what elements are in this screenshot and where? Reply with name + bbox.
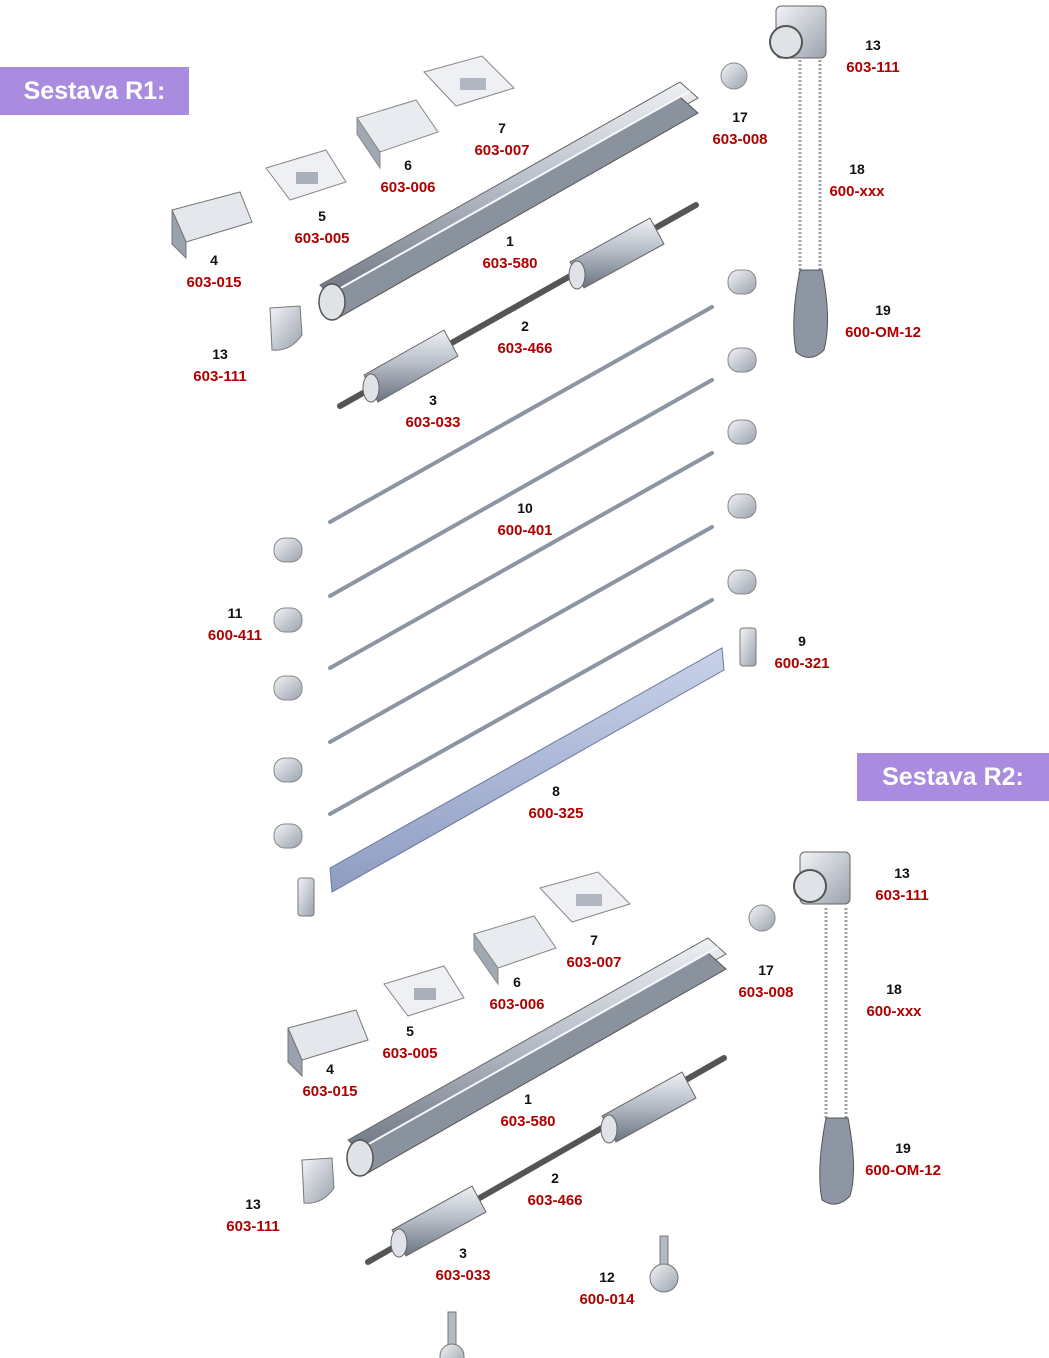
r1-spring-2 [568, 217, 665, 290]
r1-end-cap [269, 305, 303, 351]
r2-bracket-5 [383, 965, 465, 1017]
r1-bracket-5 [265, 149, 347, 201]
r2-chain-18 [824, 908, 848, 1120]
r2-end-cap [301, 1157, 335, 1204]
r2-tube [346, 937, 727, 1177]
banner-sestava-r2: Sestava R2: [857, 753, 1049, 801]
banner-sestava-r1: Sestava R1: [0, 67, 189, 115]
r2-spring-2 [600, 1071, 697, 1144]
r1-bracket-6 [356, 99, 439, 170]
r2-knob-12 [649, 1235, 679, 1293]
r1-rod-caps [273, 269, 757, 849]
r1-rods [328, 305, 714, 816]
r1-ring-17 [720, 62, 748, 90]
r2-ring-17 [748, 904, 776, 932]
r1-bottom-rail [329, 647, 725, 893]
r2-bracket-6 [473, 915, 557, 986]
r1-drive-unit [769, 5, 827, 59]
r1-bracket-7 [423, 55, 515, 107]
r2-handle-19 [819, 1117, 855, 1205]
r2-drive-unit [793, 851, 851, 905]
r1-spring-3 [362, 329, 459, 403]
r2-spring-3 [390, 1185, 487, 1258]
r1-bracket-4 [171, 191, 253, 260]
r1-rail-cap-left [297, 877, 315, 917]
r1-tube [318, 81, 699, 321]
r2-knob-bottom [439, 1311, 465, 1358]
r2-bracket-4 [287, 1009, 369, 1078]
r1-chain-18 [798, 60, 822, 275]
r2-bracket-7 [539, 871, 631, 923]
r1-handle-19 [793, 269, 829, 358]
r1-rail-cap-9 [739, 627, 757, 667]
